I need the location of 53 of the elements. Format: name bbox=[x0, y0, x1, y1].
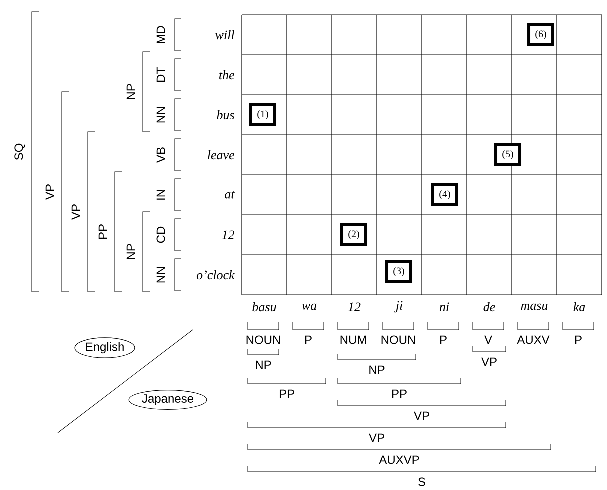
word-label: de bbox=[484, 302, 496, 312]
phrase-label: VP bbox=[369, 434, 384, 442]
phrase-label: VP bbox=[72, 204, 80, 220]
alignment-mark: (6) bbox=[528, 24, 554, 46]
alignment-mark: (5) bbox=[494, 144, 522, 166]
phrase-label: S bbox=[418, 478, 426, 486]
tag-label: CD bbox=[156, 226, 166, 244]
word-label: at bbox=[225, 191, 236, 199]
phrase-label: NP bbox=[126, 244, 136, 260]
alignment-mark: (2) bbox=[340, 224, 368, 246]
phrase-label: VP bbox=[414, 412, 430, 420]
phrase-label: PP bbox=[392, 390, 407, 398]
word-label: 12 bbox=[348, 302, 361, 312]
language-oval: Japanese bbox=[128, 390, 208, 410]
tag-label: NN bbox=[156, 107, 166, 123]
phrase-label: NP bbox=[256, 360, 272, 370]
word-label: ji bbox=[394, 301, 403, 313]
word-label: basu bbox=[252, 302, 276, 312]
phrase-label: PP bbox=[280, 390, 294, 398]
phrase-label: VP bbox=[46, 184, 54, 200]
tag-label: NUM bbox=[340, 336, 366, 344]
tag-label: AUXV bbox=[517, 336, 550, 344]
word-label: 12 bbox=[222, 230, 235, 240]
phrase-label: NP bbox=[370, 366, 385, 374]
tag-label: NN bbox=[156, 267, 166, 283]
alignment-mark: (1) bbox=[250, 104, 276, 126]
word-label: ni bbox=[440, 302, 450, 312]
tag-label: VB bbox=[156, 148, 166, 163]
word-label: masu bbox=[521, 304, 548, 310]
tag-label: MD bbox=[156, 26, 166, 44]
word-label: the bbox=[219, 70, 234, 80]
alignment-mark: (4) bbox=[432, 184, 458, 206]
word-label: will bbox=[216, 30, 235, 40]
tag-label: P bbox=[440, 336, 447, 344]
tag-label: V bbox=[484, 336, 492, 344]
word-label: ka bbox=[574, 302, 586, 312]
tag-label: DT bbox=[156, 67, 166, 82]
word-label: o’clock bbox=[196, 270, 235, 280]
phrase-label: PP bbox=[98, 224, 108, 240]
word-label: wa bbox=[302, 304, 317, 310]
alignment-mark: (3) bbox=[386, 260, 412, 284]
phrase-label: NP bbox=[126, 84, 136, 100]
phrase-label: AUXVP bbox=[379, 456, 420, 464]
tag-label: NOUN bbox=[246, 336, 280, 344]
tag-label: IN bbox=[156, 190, 166, 200]
tag-label: P bbox=[576, 336, 582, 344]
word-label: bus bbox=[217, 110, 234, 120]
tag-label: P bbox=[306, 336, 312, 344]
tag-label: NOUN bbox=[382, 336, 416, 344]
phrase-label: VP bbox=[482, 358, 497, 366]
word-label: leave bbox=[208, 150, 235, 160]
language-oval: English bbox=[74, 338, 136, 358]
phrase-label: SQ bbox=[14, 144, 26, 160]
